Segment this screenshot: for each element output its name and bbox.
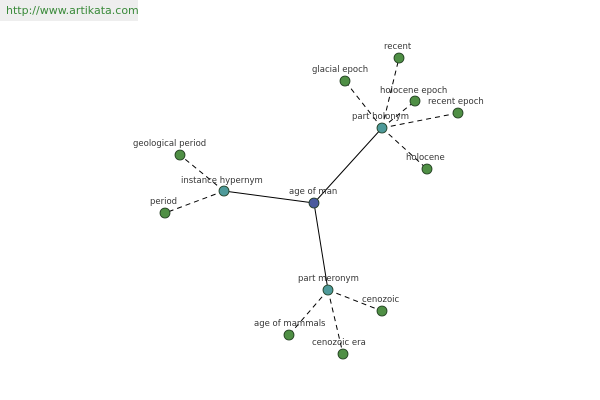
label-glacial-epoch[interactable]: glacial epoch: [312, 65, 368, 75]
node-part-holonym[interactable]: [376, 122, 388, 134]
edge-age-of-man-part-meronym: [313, 202, 329, 291]
node-recent[interactable]: [393, 52, 405, 64]
label-recent-epoch[interactable]: recent epoch: [428, 97, 484, 107]
label-recent[interactable]: recent: [384, 42, 412, 52]
node-cenozoic[interactable]: [376, 305, 388, 317]
edge-part-meronym-age-of-mammals: [288, 289, 329, 336]
label-instance-hypernym[interactable]: instance hypernym: [181, 176, 263, 186]
node-part-meronym[interactable]: [322, 284, 334, 296]
node-recent-epoch[interactable]: [452, 107, 464, 119]
node-age-of-man[interactable]: [308, 197, 320, 209]
edge-part-holonym-holocene: [381, 127, 428, 170]
label-geological-period[interactable]: geological period: [133, 139, 206, 149]
label-age-of-mammals[interactable]: age of mammals: [254, 319, 326, 329]
label-part-meronym[interactable]: part meronym: [298, 274, 359, 284]
label-cenozoic[interactable]: cenozoic: [362, 295, 400, 305]
edge-part-holonym-holocene-epoch: [381, 100, 416, 129]
node-period[interactable]: [159, 207, 171, 219]
graph-labels: age of man part holonym recent glacial epoc…: [133, 42, 484, 348]
node-age-of-mammals[interactable]: [283, 329, 295, 341]
edge-age-of-man-part-holonym: [313, 127, 383, 204]
node-cenozoic-era[interactable]: [337, 348, 349, 360]
edge-part-holonym-recent-epoch: [381, 112, 459, 129]
label-holocene[interactable]: holocene: [406, 153, 445, 163]
edge-instance-hypernym-period: [164, 190, 225, 214]
label-part-holonym[interactable]: part holonym: [352, 112, 409, 122]
edge-part-meronym-cenozoic-era: [327, 289, 344, 355]
url-link[interactable]: http://www.artikata.com: [6, 4, 139, 17]
url-banner: http://www.artikata.com: [0, 0, 139, 21]
label-cenozoic-era[interactable]: cenozoic era: [312, 338, 366, 348]
label-age-of-man[interactable]: age of man: [289, 187, 337, 197]
label-period[interactable]: period: [150, 197, 177, 207]
edge-instance-hypernym-geological-period: [179, 154, 225, 192]
graph-edges: [164, 57, 459, 355]
node-geological-period[interactable]: [174, 149, 186, 161]
node-holocene-epoch[interactable]: [409, 95, 421, 107]
label-holocene-epoch[interactable]: holocene epoch: [380, 86, 447, 96]
graph-nodes: [159, 52, 464, 360]
edge-age-of-man-instance-hypernym: [223, 190, 315, 204]
node-holocene[interactable]: [421, 163, 433, 175]
node-instance-hypernym[interactable]: [218, 185, 230, 197]
edge-part-holonym-glacial-epoch: [344, 80, 383, 129]
edge-part-meronym-cenozoic: [327, 289, 383, 312]
node-glacial-epoch[interactable]: [339, 75, 351, 87]
edge-part-holonym-recent: [381, 57, 400, 129]
